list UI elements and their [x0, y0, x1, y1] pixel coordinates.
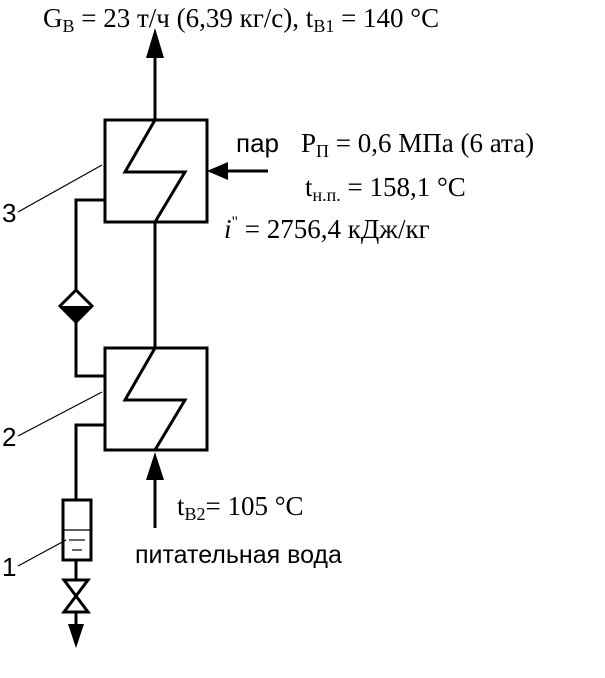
- steam-saturation-temp: tн.п. = 158,1 °C: [305, 172, 466, 205]
- outlet-arrow: [146, 28, 164, 58]
- lower-coil-icon: [122, 347, 188, 451]
- leader-line-2: [17, 391, 103, 437]
- condensate-line-upper: [74, 198, 105, 290]
- valve-icon: [61, 578, 91, 599]
- leader-line-1: [17, 539, 67, 567]
- label-number-2: 2: [2, 422, 16, 452]
- feed-water-label: питательная вода: [135, 541, 342, 569]
- feed-water-temp: tВ2= 105 °C: [177, 491, 304, 524]
- steam-pressure: PП = 0,6 МПа (6 ата): [301, 128, 534, 161]
- valve-icon-lower: [61, 593, 91, 614]
- drain-arrow: [68, 624, 84, 648]
- upper-coil-icon: [122, 119, 188, 223]
- label-number-3: 3: [2, 198, 16, 228]
- steam-label: пар: [236, 128, 279, 158]
- feed-water-arrow: [146, 452, 164, 480]
- steam-inlet-arrow: [207, 162, 228, 180]
- top-flow-label: GВ = 23 т/ч (6,39 кг/с), tВ1 = 140 °C: [43, 3, 439, 36]
- label-number-1: 1: [2, 552, 16, 582]
- condensate-line-mid: [74, 322, 105, 378]
- leader-line-3: [17, 164, 103, 213]
- steam-enthalpy: i" = 2756,4 кДж/кг: [224, 214, 430, 244]
- condensate-line-lower: [74, 423, 105, 500]
- steam-trap-fill: [60, 306, 92, 322]
